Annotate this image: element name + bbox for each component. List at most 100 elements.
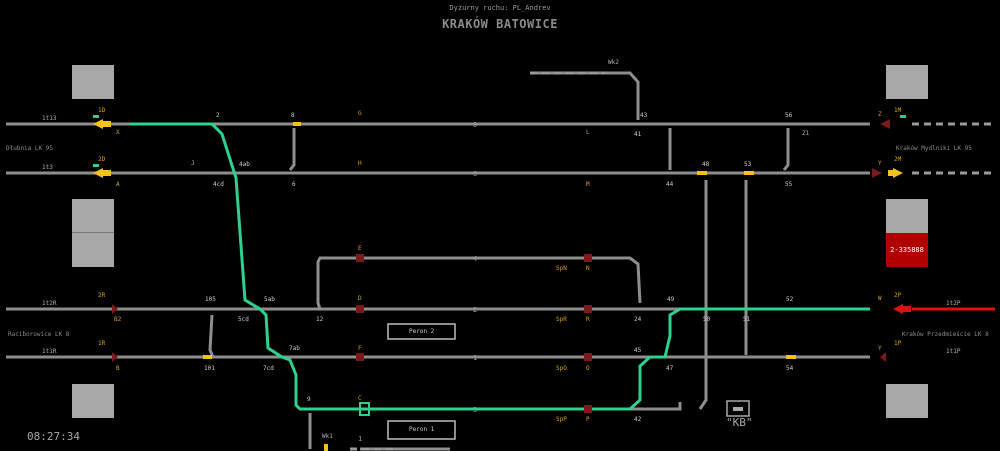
- svg-text:50: 50: [703, 316, 711, 323]
- svg-text:N: N: [586, 265, 590, 272]
- label-mydlniki: Kraków Mydlniki LK 95: [896, 145, 972, 152]
- signal-heads[interactable]: [93, 115, 911, 413]
- tracks: [6, 71, 870, 451]
- svg-text:55: 55: [785, 181, 793, 188]
- svg-text:49: 49: [667, 296, 675, 303]
- svg-text:G: G: [358, 110, 362, 117]
- svg-text:42: 42: [634, 416, 642, 423]
- svg-text:Peron 1: Peron 1: [409, 426, 435, 433]
- svg-text:2P: 2P: [894, 292, 902, 299]
- track-6-label: 6: [473, 170, 477, 178]
- svg-text:SpN: SpN: [556, 265, 567, 272]
- track-2-label: 2: [473, 306, 477, 314]
- svg-text:Y: Y: [878, 345, 882, 352]
- label-przedmiescie: Kraków Przedmieście LK 8: [902, 331, 989, 338]
- station-title: KRAKÓW BATOWICE: [442, 17, 558, 31]
- svg-text:E: E: [358, 245, 362, 252]
- dispatcher-label: Dyżurny ruchu: PL_Andrev: [449, 4, 551, 12]
- misc-labels: J Z1 Wk2 Wk1: [191, 59, 810, 440]
- svg-text:O: O: [586, 365, 590, 372]
- svg-text:101: 101: [204, 365, 215, 372]
- active-route[interactable]: [130, 122, 870, 411]
- svg-text:X: X: [116, 129, 120, 136]
- block-1t2P-label: 1t2P: [946, 300, 961, 307]
- block-1t3-label: 1t3: [42, 164, 53, 171]
- svg-text:P: P: [586, 416, 590, 423]
- svg-text:F: F: [358, 345, 362, 352]
- track-4-label: 4: [473, 255, 477, 263]
- block-box-bottom-right[interactable]: [886, 384, 928, 418]
- signal-2D-icon: [93, 168, 103, 178]
- svg-text:C: C: [358, 395, 362, 402]
- svg-text:56: 56: [785, 112, 793, 119]
- svg-text:2R: 2R: [98, 292, 106, 299]
- svg-text:51: 51: [743, 316, 751, 323]
- block-box-top-right[interactable]: [886, 65, 928, 99]
- label-raciborowice: Raciborowice LK 8: [8, 331, 70, 338]
- svg-text:6: 6: [292, 181, 296, 188]
- svg-text:4ab: 4ab: [239, 161, 250, 168]
- switch-labels: 2 8 4ab 4cd 6 105 5ab 5cd 12 7ab 7cd 101…: [204, 112, 794, 423]
- svg-text:41: 41: [634, 131, 642, 138]
- svg-text:8: 8: [291, 112, 295, 119]
- svg-text:1R: 1R: [98, 340, 106, 347]
- svg-text:SpO: SpO: [556, 365, 567, 372]
- svg-text:9: 9: [307, 396, 311, 403]
- block-1t13-label: 1t13: [42, 115, 57, 122]
- svg-text:2: 2: [216, 112, 220, 119]
- svg-text:SpP: SpP: [556, 416, 567, 423]
- occupancy-marks: [203, 122, 796, 451]
- svg-text:1D: 1D: [98, 107, 106, 114]
- signal-2P-icon: [893, 304, 903, 314]
- block-box-mid-right[interactable]: [886, 199, 928, 233]
- svg-text:Z: Z: [878, 111, 882, 118]
- track-numbers: 8 6 4 2 1 3 1: [358, 121, 477, 443]
- red-occupancy-indicator[interactable]: 2-335888: [886, 233, 928, 267]
- block-box-top-left[interactable]: [72, 65, 114, 99]
- svg-text:J: J: [191, 160, 195, 167]
- svg-text:48: 48: [702, 161, 710, 168]
- kb-keyboard-icon[interactable]: [726, 400, 750, 417]
- track-8-label: 8: [473, 121, 477, 129]
- svg-text:12: 12: [316, 316, 324, 323]
- svg-text:44: 44: [666, 181, 674, 188]
- svg-text:24: 24: [634, 316, 642, 323]
- box-divider: [72, 232, 114, 233]
- signal-labels: 1D 2D 2R 1R 1M 2M 2P 1P X A B2 B Z Y W Y…: [98, 107, 902, 423]
- svg-text:2D: 2D: [98, 156, 106, 163]
- svg-text:4cd: 4cd: [213, 181, 224, 188]
- signal-1D-icon: [93, 119, 103, 129]
- signal-C-box[interactable]: [359, 402, 370, 416]
- signal-2M-icon: [893, 168, 903, 178]
- svg-text:Peron 2: Peron 2: [409, 328, 435, 335]
- svg-text:Wk1: Wk1: [322, 433, 333, 440]
- block-labels: 1t13 1t3 1t2R 1t1R 1t2P 1t1P: [42, 115, 961, 355]
- signal-Z-icon: [880, 119, 890, 129]
- block-box-bottom-left[interactable]: [72, 384, 114, 418]
- platform-1: Peron 1: [387, 420, 456, 440]
- svg-text:5cd: 5cd: [238, 316, 249, 323]
- block-box-mid-left[interactable]: [72, 199, 114, 267]
- track-1-label: 1: [473, 354, 477, 362]
- svg-text:2M: 2M: [894, 156, 902, 163]
- svg-text:W: W: [878, 295, 882, 302]
- svg-text:D: D: [358, 295, 362, 302]
- svg-text:47: 47: [666, 365, 674, 372]
- svg-text:7cd: 7cd: [263, 365, 274, 372]
- svg-text:Z1: Z1: [802, 130, 810, 137]
- svg-text:B: B: [116, 365, 120, 372]
- svg-text:L: L: [586, 129, 590, 136]
- svg-text:5ab: 5ab: [264, 296, 275, 303]
- label-dlubnia: Dłubnia LK 95: [6, 145, 53, 152]
- dashed-connectors: [350, 71, 995, 451]
- svg-text:53: 53: [744, 161, 752, 168]
- svg-text:Y: Y: [878, 160, 882, 167]
- svg-text:Wk2: Wk2: [608, 59, 619, 66]
- kb-label: "KB": [726, 416, 753, 429]
- block-1t2R-label: 1t2R: [42, 300, 57, 307]
- svg-text:45: 45: [634, 347, 642, 354]
- svg-text:SpR: SpR: [556, 316, 567, 323]
- svg-text:R: R: [586, 316, 590, 323]
- block-1t1P-label: 1t1P: [946, 348, 961, 355]
- svg-text:H: H: [358, 160, 362, 167]
